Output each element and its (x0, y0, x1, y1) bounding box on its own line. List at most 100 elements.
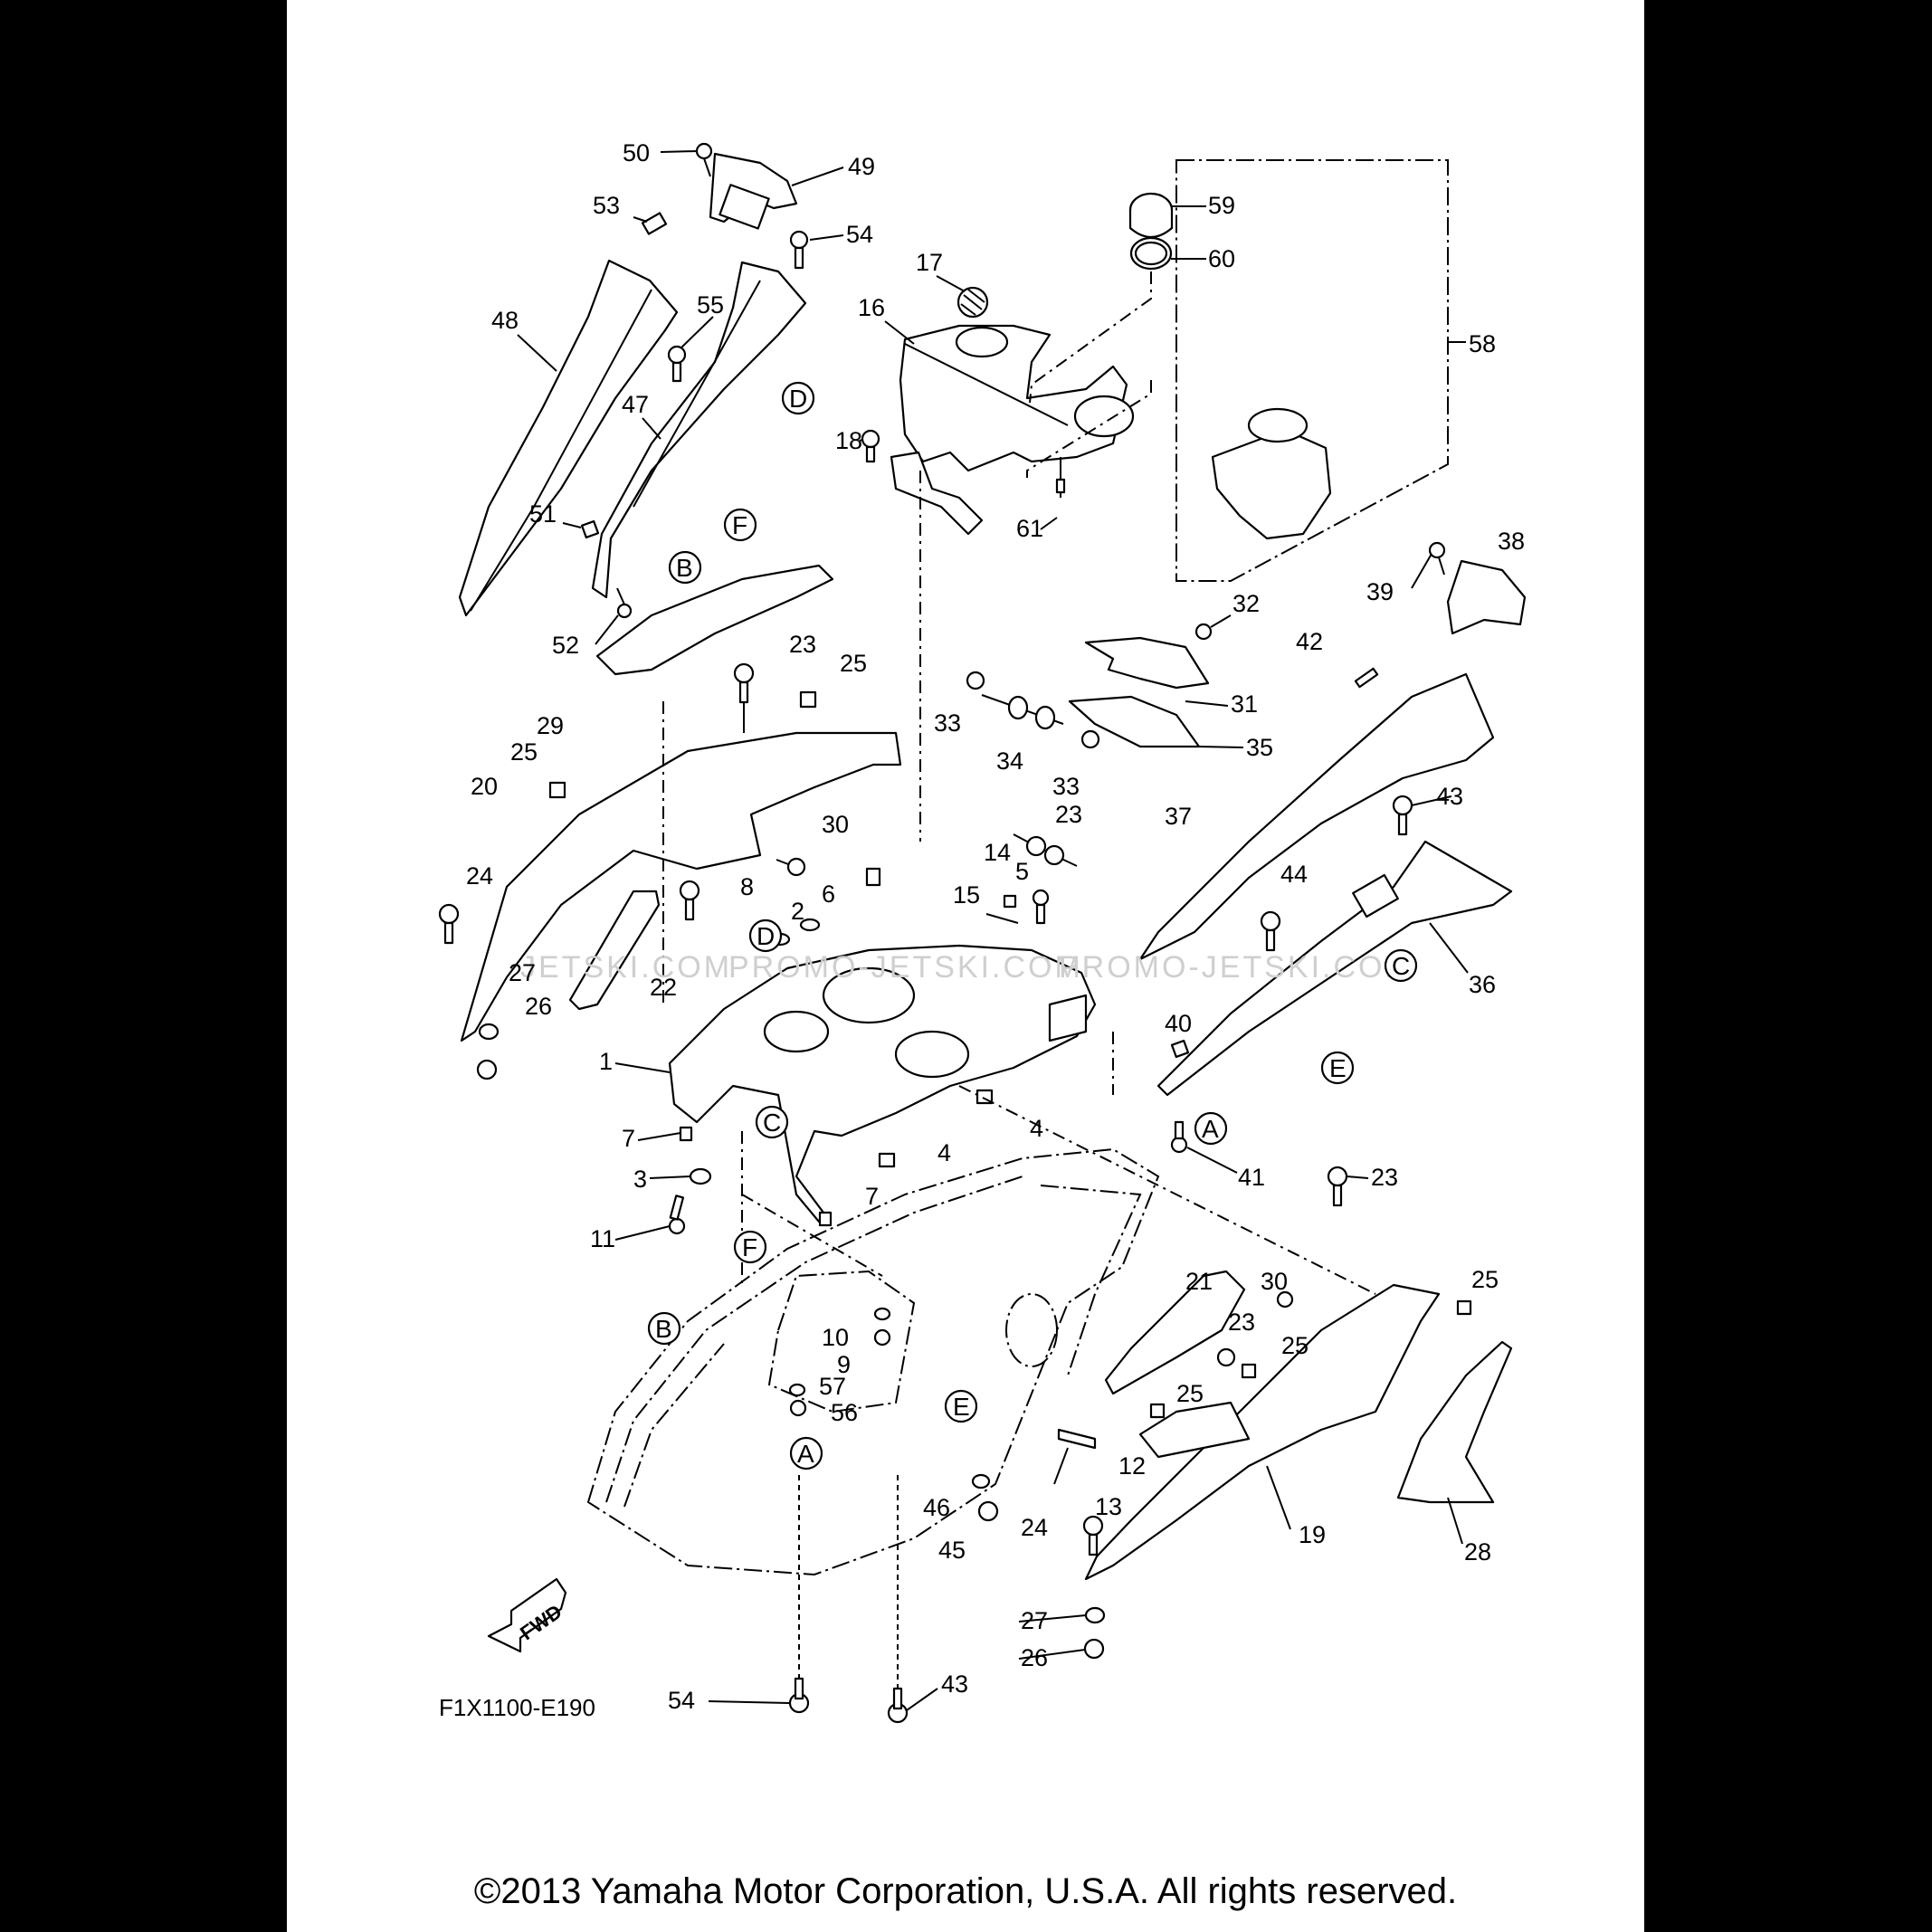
callout-29[interactable]: 29 (537, 712, 564, 739)
part-17-cap[interactable] (956, 286, 989, 319)
part-30-screw-b[interactable] (1276, 1290, 1294, 1309)
part-15-clip[interactable] (985, 913, 1019, 924)
callout-5[interactable]: 5 (1015, 858, 1029, 885)
callout-21[interactable]: 21 (1185, 1268, 1213, 1295)
part-44-bolt[interactable] (1260, 910, 1281, 952)
part-16-console-cover[interactable] (890, 324, 1135, 536)
part-33-clip-right[interactable] (1080, 729, 1100, 749)
callout-46[interactable]: 46 (923, 1494, 950, 1521)
part-23-bolt-c[interactable] (1327, 1166, 1348, 1207)
part-43-bolt[interactable] (1392, 795, 1413, 836)
callout-48[interactable]: 48 (491, 307, 519, 334)
part-26-nut-a[interactable] (476, 1059, 498, 1080)
part-24-bolt-a[interactable] (438, 903, 460, 945)
callout-10[interactable]: 10 (822, 1324, 849, 1351)
callout-52[interactable]: 52 (552, 632, 579, 659)
part-11-bolt[interactable] (668, 1194, 686, 1235)
part-6-clip[interactable] (865, 867, 881, 887)
callout-36[interactable]: 36 (1469, 971, 1496, 998)
part-23-bolt-a[interactable] (733, 662, 755, 704)
ref-marker-C-right[interactable]: C (1384, 948, 1418, 983)
part-8-bolt[interactable] (679, 880, 700, 921)
part-25-nut-a[interactable] (799, 690, 817, 709)
callout-30-a[interactable]: 30 (822, 811, 849, 838)
callout-28[interactable]: 28 (1464, 1538, 1491, 1566)
callout-1[interactable]: 1 (599, 1048, 613, 1075)
callout-4-a[interactable]: 4 (1030, 1115, 1043, 1142)
callout-54-bottom[interactable]: 54 (668, 1687, 695, 1714)
part-27-washer-b[interactable] (1084, 1606, 1106, 1624)
part-50-screw[interactable] (695, 142, 713, 177)
ref-marker-E-bottom[interactable]: E (944, 1389, 978, 1423)
part-38-handle-grip-right[interactable] (1446, 559, 1527, 635)
callout-11[interactable]: 11 (590, 1225, 615, 1252)
part-43-bolt-bottom[interactable] (887, 1687, 909, 1724)
callout-61[interactable]: 61 (1016, 515, 1043, 542)
callout-6[interactable]: 6 (822, 880, 835, 908)
part-25-nut-d[interactable] (1149, 1403, 1166, 1419)
part-60-o-ring[interactable] (1129, 236, 1173, 271)
ref-marker-E-right[interactable]: E (1320, 1051, 1355, 1085)
ref-marker-F-bottom[interactable]: F (733, 1230, 767, 1264)
part-56-nut[interactable] (789, 1399, 807, 1417)
part-54-bolt[interactable] (789, 230, 809, 270)
part-40-clip[interactable] (1170, 1039, 1190, 1059)
callout-17[interactable]: 17 (916, 249, 943, 276)
part-14-nut[interactable] (1003, 894, 1017, 909)
ref-marker-F-top[interactable]: F (723, 508, 757, 542)
part-57-washer[interactable] (788, 1383, 806, 1397)
part-23-bolt-b[interactable] (1013, 833, 1078, 867)
ref-marker-D-top[interactable]: D (781, 381, 815, 415)
ref-marker-A-bottom[interactable]: A (789, 1436, 823, 1470)
callout-42[interactable]: 42 (1296, 628, 1323, 655)
part-3-grommet[interactable] (689, 1167, 712, 1185)
callout-3[interactable]: 3 (633, 1166, 647, 1193)
callout-25-a[interactable]: 25 (840, 650, 867, 677)
part-21-grip-pad-right[interactable] (1104, 1270, 1246, 1395)
part-55-bolt[interactable] (667, 345, 687, 383)
callout-23-b[interactable]: 23 (1055, 801, 1082, 828)
part-52-screw[interactable] (616, 587, 633, 619)
callout-25-c[interactable]: 25 (1471, 1266, 1499, 1293)
ref-marker-B-bottom[interactable]: B (647, 1311, 681, 1346)
callout-22[interactable]: 22 (650, 974, 677, 1001)
part-23-bolt-d[interactable] (1216, 1347, 1236, 1367)
callout-14[interactable]: 14 (984, 839, 1011, 866)
callout-35[interactable]: 35 (1246, 734, 1273, 761)
part-27-washer-a[interactable] (478, 1023, 500, 1041)
callout-58[interactable]: 58 (1469, 330, 1496, 357)
callout-25-e[interactable]: 25 (1176, 1380, 1204, 1407)
callout-33-a[interactable]: 33 (934, 709, 961, 737)
part-41-screw[interactable] (1170, 1120, 1188, 1154)
callout-41[interactable]: 41 (1238, 1164, 1265, 1191)
callout-33-b[interactable]: 33 (1052, 773, 1080, 800)
callout-23-a[interactable]: 23 (789, 631, 816, 658)
part-7-clip-a[interactable] (679, 1126, 693, 1142)
part-20-side-cover-lower-left[interactable] (460, 731, 902, 1042)
callout-4-b[interactable]: 4 (937, 1139, 951, 1166)
callout-38[interactable]: 38 (1498, 528, 1525, 555)
ref-marker-A-right[interactable]: A (1194, 1111, 1228, 1146)
part-51-nut[interactable] (580, 519, 600, 539)
part-37-side-cover-right[interactable] (1138, 672, 1495, 961)
ref-marker-C-mid[interactable]: C (755, 1105, 789, 1139)
callout-43-b[interactable]: 43 (941, 1670, 968, 1698)
part-18-screw[interactable] (861, 429, 880, 463)
part-42-label[interactable] (1354, 667, 1379, 689)
callout-12[interactable]: 12 (1118, 1452, 1146, 1480)
part-54-bolt-bottom[interactable] (788, 1677, 810, 1714)
part-25-nut-e[interactable] (1456, 1299, 1472, 1316)
part-4-clip-b[interactable] (878, 1152, 896, 1168)
part-13-rivet[interactable] (1053, 1447, 1069, 1485)
part-53-label[interactable] (641, 212, 668, 235)
callout-25-b[interactable]: 25 (510, 738, 538, 766)
ref-marker-D-mid[interactable]: D (748, 918, 783, 953)
callout-24-b[interactable]: 24 (1021, 1514, 1048, 1541)
callout-23-d[interactable]: 23 (1228, 1309, 1255, 1336)
callout-47[interactable]: 47 (622, 391, 649, 418)
callout-49[interactable]: 49 (848, 153, 875, 180)
callout-19[interactable]: 19 (1299, 1521, 1326, 1548)
callout-27-a[interactable]: 27 (509, 959, 536, 986)
part-32-fastener[interactable] (1194, 623, 1213, 641)
callout-56[interactable]: 56 (831, 1399, 858, 1426)
